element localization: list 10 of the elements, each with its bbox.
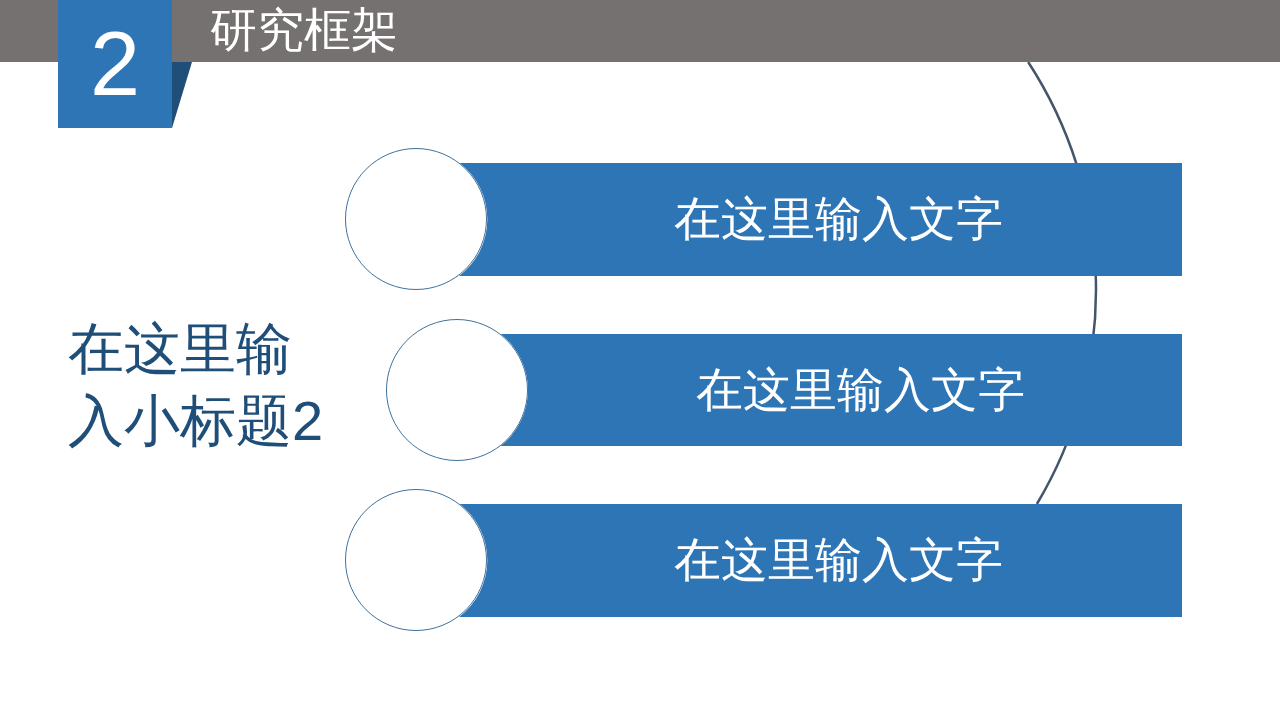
section-number: 2 xyxy=(89,19,141,109)
page-title: 研究框架 xyxy=(210,4,398,56)
content-bar xyxy=(459,504,1182,617)
bar-text: 在这里输入文字 xyxy=(673,192,1003,248)
bar-text: 在这里输入文字 xyxy=(673,533,1003,589)
content-bar xyxy=(459,163,1182,276)
content-bar xyxy=(500,334,1182,446)
bar-text: 在这里输入文字 xyxy=(695,362,1025,418)
subtitle-text: 在这里输入小标题2 xyxy=(68,316,325,454)
number-badge xyxy=(58,0,172,128)
